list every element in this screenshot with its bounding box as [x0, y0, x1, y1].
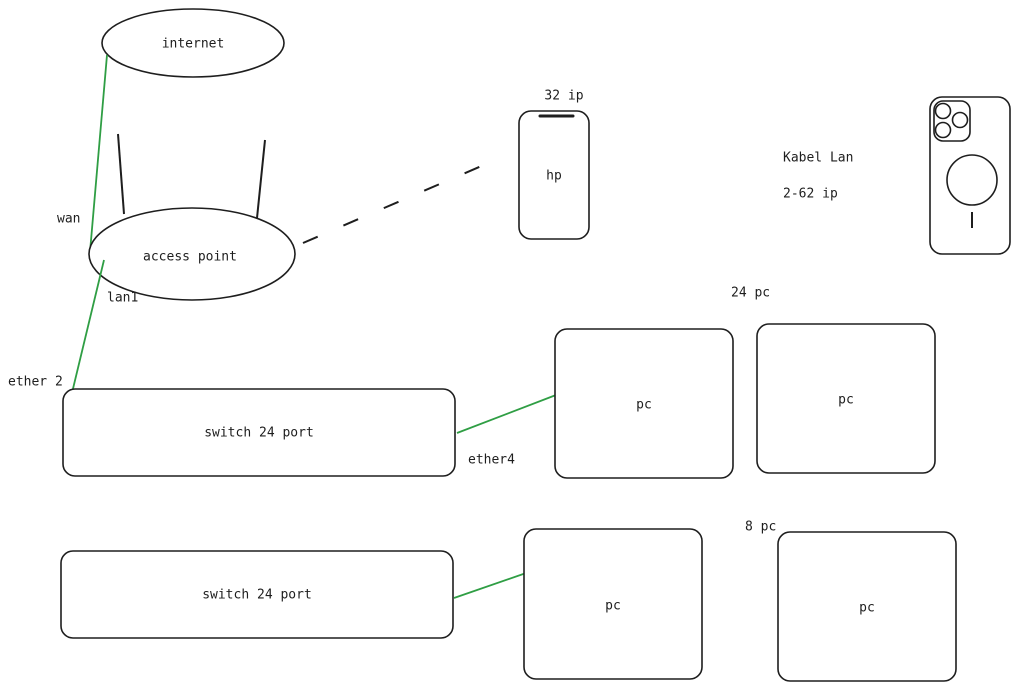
- switch-2-node[interactable]: switch 24 port: [60, 550, 454, 639]
- pc-3-label: pc: [605, 599, 621, 614]
- wireless-connection: [302, 157, 501, 244]
- pc-1-label: pc: [636, 398, 652, 413]
- ether4-label: ether4: [468, 453, 515, 468]
- hp-label: hp: [546, 169, 562, 184]
- pc-3-node[interactable]: pc: [523, 528, 703, 680]
- access-point-label: access point: [143, 250, 237, 265]
- cable-ip-label: 2-62 ip: [783, 187, 838, 202]
- lan1-label: lan1: [107, 291, 138, 306]
- pc-count-24-label: 24 pc: [731, 286, 770, 301]
- switch-1-node[interactable]: switch 24 port: [62, 388, 456, 477]
- ether4-connection: [456, 394, 557, 434]
- hp-device[interactable]: hp: [518, 110, 590, 240]
- internet-node[interactable]: internet: [101, 8, 285, 78]
- lan1-connection: [70, 259, 105, 398]
- pc-2-label: pc: [838, 393, 854, 408]
- pc-1-node[interactable]: pc: [554, 328, 734, 479]
- antenna-left: [117, 133, 125, 215]
- pc-4-node[interactable]: pc: [777, 531, 957, 682]
- switch-2-label: switch 24 port: [202, 588, 312, 603]
- pc-4-label: pc: [859, 601, 875, 616]
- switch-1-label: switch 24 port: [204, 426, 314, 441]
- ether2-label: ether 2: [8, 375, 63, 390]
- switch-2-connection: [453, 571, 530, 599]
- pc-2-node[interactable]: pc: [756, 323, 936, 474]
- internet-label: internet: [162, 37, 225, 52]
- wan-label: wan: [57, 212, 80, 227]
- phone-icon: [929, 96, 1011, 255]
- hp-ip-label: 32 ip: [544, 89, 583, 104]
- access-point-node[interactable]: access point: [88, 207, 296, 301]
- pc-count-8-label: 8 pc: [745, 520, 776, 535]
- cable-title-label: Kabel Lan: [783, 151, 853, 166]
- wan-connection: [89, 54, 108, 253]
- antenna-right: [256, 139, 266, 219]
